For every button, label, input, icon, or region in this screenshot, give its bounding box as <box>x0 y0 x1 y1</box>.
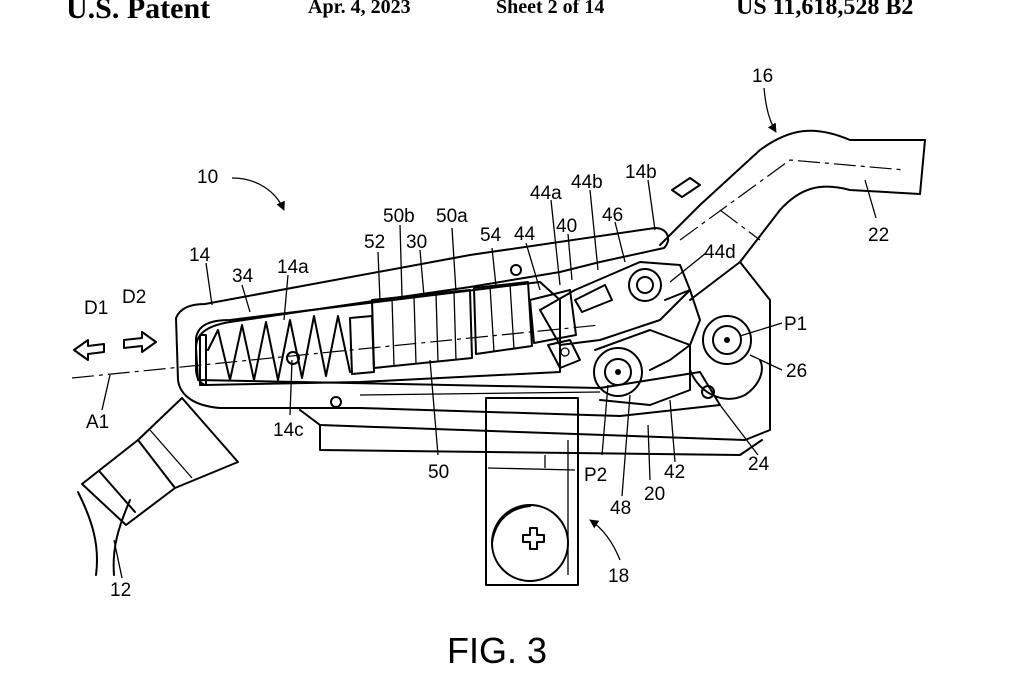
label-14b: 14b <box>625 162 657 183</box>
label-34: 34 <box>232 266 254 287</box>
header-sheet: Sheet 2 of 14 <box>496 0 605 18</box>
label-46: 46 <box>602 205 623 226</box>
hose-12 <box>77 397 239 576</box>
label-26: 26 <box>786 361 807 382</box>
housing-14 <box>175 227 771 456</box>
label-30: 30 <box>406 232 427 253</box>
label-12: 12 <box>110 580 131 601</box>
linkage-44 <box>539 261 701 371</box>
label-24: 24 <box>748 454 770 475</box>
label-22: 22 <box>868 225 889 246</box>
pivot-p2 <box>593 329 691 406</box>
label-a1: A1 <box>86 412 109 433</box>
label-18: 18 <box>608 566 629 587</box>
figure-caption: FIG. 3 <box>447 630 547 671</box>
label-44b: 44b <box>571 172 603 193</box>
label-44a: 44a <box>530 183 562 204</box>
header-patent-label: U.S. Patent <box>66 0 211 25</box>
label-52: 52 <box>364 232 385 253</box>
direction-arrow-d1 <box>73 339 105 361</box>
label-50b: 50b <box>383 206 415 227</box>
label-16: 16 <box>752 66 773 87</box>
header-patent-number: US 11,618,528 B2 <box>736 0 914 20</box>
piston-30 <box>349 281 577 375</box>
label-44: 44 <box>514 224 536 245</box>
label-42: 42 <box>664 462 685 483</box>
spring-34 <box>199 315 351 386</box>
label-14c: 14c <box>273 420 304 441</box>
header-date: Apr. 4, 2023 <box>308 0 411 18</box>
direction-arrow-d2 <box>123 331 157 353</box>
leader-lines <box>101 87 877 579</box>
label-p1: P1 <box>784 314 807 335</box>
label-d1: D1 <box>84 298 108 319</box>
lever-16 <box>659 129 926 301</box>
clamp-18 <box>485 397 579 586</box>
label-44d: 44d <box>704 242 736 263</box>
pivot-p1 <box>689 315 763 400</box>
label-40: 40 <box>556 216 577 237</box>
label-50: 50 <box>428 462 449 483</box>
label-20: 20 <box>644 484 665 505</box>
label-10: 10 <box>197 167 218 188</box>
label-50a: 50a <box>436 206 468 227</box>
label-p2: P2 <box>584 465 607 486</box>
label-48: 48 <box>610 498 631 519</box>
label-d2: D2 <box>122 287 146 308</box>
label-14a: 14a <box>277 257 309 278</box>
axis-a1 <box>71 324 601 379</box>
label-54: 54 <box>480 225 502 246</box>
label-14: 14 <box>189 245 211 266</box>
